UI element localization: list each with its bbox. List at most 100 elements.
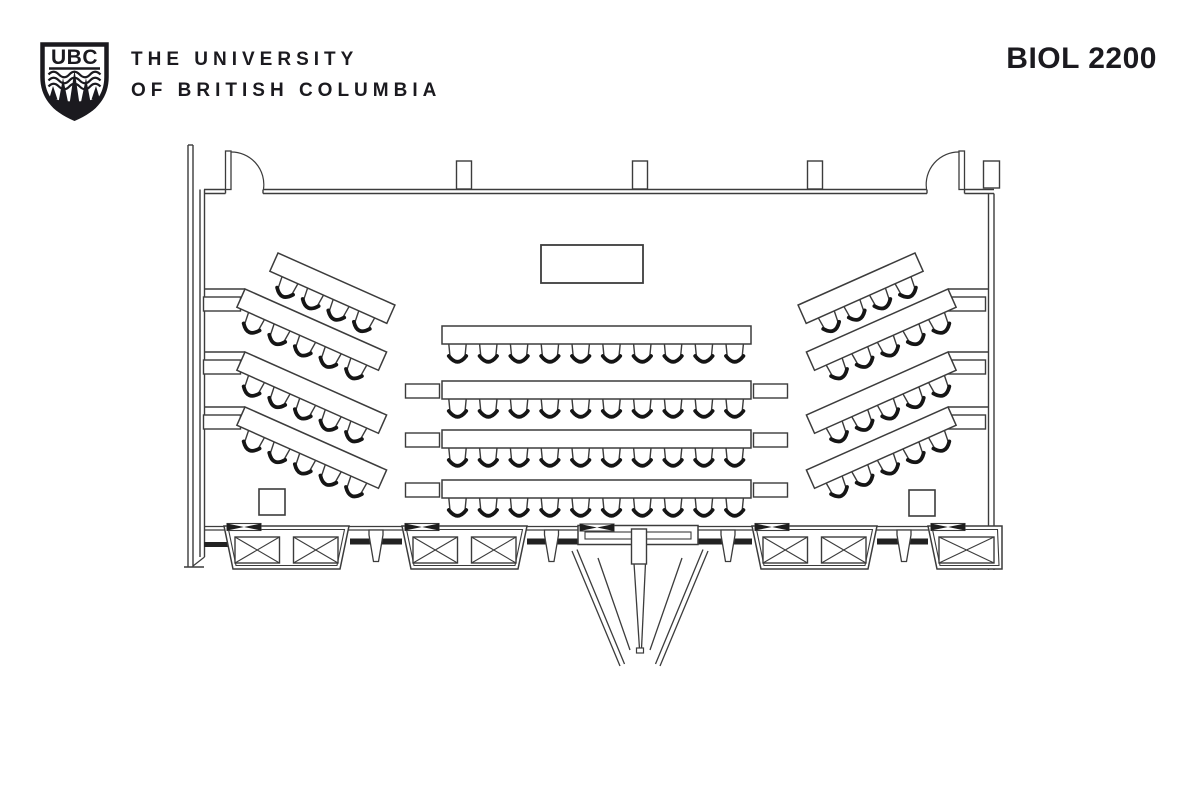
chair [927, 375, 952, 398]
chair [267, 323, 291, 347]
chair [570, 497, 592, 518]
stools [258, 488, 936, 517]
ubc-crest-logo: UBC [40, 42, 109, 121]
angled-table [235, 351, 388, 444]
chair [344, 357, 368, 381]
chair [318, 464, 342, 487]
chair [724, 343, 746, 364]
angled-table [805, 406, 958, 499]
chair [662, 497, 684, 518]
storage-bench [751, 522, 878, 570]
university-line2: OF BRITISH COLUMBIA [131, 79, 442, 101]
chair [275, 276, 299, 299]
chair [570, 343, 592, 364]
chair [843, 299, 867, 322]
wall-columns [455, 160, 1001, 190]
bench-supports [368, 529, 912, 563]
center-tables [404, 325, 789, 518]
chair [600, 497, 623, 518]
chair [631, 497, 653, 518]
chair [508, 447, 530, 468]
chair [292, 398, 317, 421]
chair [446, 447, 469, 468]
chair [825, 420, 849, 444]
chair [318, 409, 342, 432]
chair [446, 497, 469, 518]
chair [724, 398, 746, 419]
chair [851, 409, 875, 432]
chair [508, 343, 530, 364]
chair [662, 343, 684, 364]
chair [508, 497, 530, 518]
angled-table [235, 406, 388, 499]
university-line1: THE UNIVERSITY [131, 49, 359, 70]
chair [876, 335, 901, 358]
chair [876, 398, 901, 421]
chair [693, 497, 715, 518]
angled-table [797, 252, 925, 334]
chair [241, 312, 266, 335]
chair [851, 464, 875, 487]
chair [477, 497, 499, 518]
chair [876, 453, 901, 476]
chair [539, 398, 561, 419]
crest-sunburst-icon [47, 70, 102, 118]
chair [570, 398, 592, 419]
chair [344, 420, 368, 444]
chair [318, 346, 342, 369]
chair [446, 343, 469, 364]
doors [224, 150, 966, 191]
storage-bench [401, 522, 528, 570]
chair [693, 447, 715, 468]
chair [539, 497, 561, 518]
chair [267, 386, 291, 410]
chair [241, 375, 266, 398]
av-console [571, 523, 709, 667]
chair [724, 497, 746, 518]
chair [631, 447, 653, 468]
chair [477, 343, 499, 364]
chair [693, 398, 715, 419]
chair [825, 357, 849, 381]
chair [817, 310, 842, 334]
angled-table [805, 288, 958, 381]
chair [300, 287, 325, 311]
chair [600, 343, 623, 364]
chair [326, 299, 350, 322]
chair [477, 398, 499, 419]
chair [927, 430, 952, 453]
angled-table [235, 288, 388, 381]
chair [570, 447, 592, 468]
storage-bench [927, 522, 1003, 570]
course-code-label: BIOL 2200 [1006, 42, 1157, 75]
chair [539, 447, 561, 468]
chair [292, 453, 317, 476]
chair [508, 398, 530, 419]
chair [724, 447, 746, 468]
chair [631, 398, 653, 419]
chair [868, 287, 893, 311]
chair [662, 447, 684, 468]
chair [351, 310, 376, 334]
chair [267, 441, 291, 465]
chair [600, 447, 623, 468]
chair [344, 475, 368, 499]
chair [693, 343, 715, 364]
chair [539, 343, 561, 364]
chair [902, 441, 926, 465]
chair [292, 335, 317, 358]
projection-screen [540, 244, 644, 284]
storage-bench [223, 522, 350, 570]
left-table-wing [202, 252, 396, 499]
university-wordmark: THE UNIVERSITY OF BRITISH COLUMBIA [131, 45, 441, 106]
chair [662, 398, 684, 419]
chair [631, 343, 653, 364]
chair [927, 312, 952, 335]
right-table-wing [797, 252, 989, 499]
chair [902, 323, 926, 347]
chair [446, 398, 469, 419]
angled-table [805, 351, 958, 444]
chair [902, 386, 926, 410]
